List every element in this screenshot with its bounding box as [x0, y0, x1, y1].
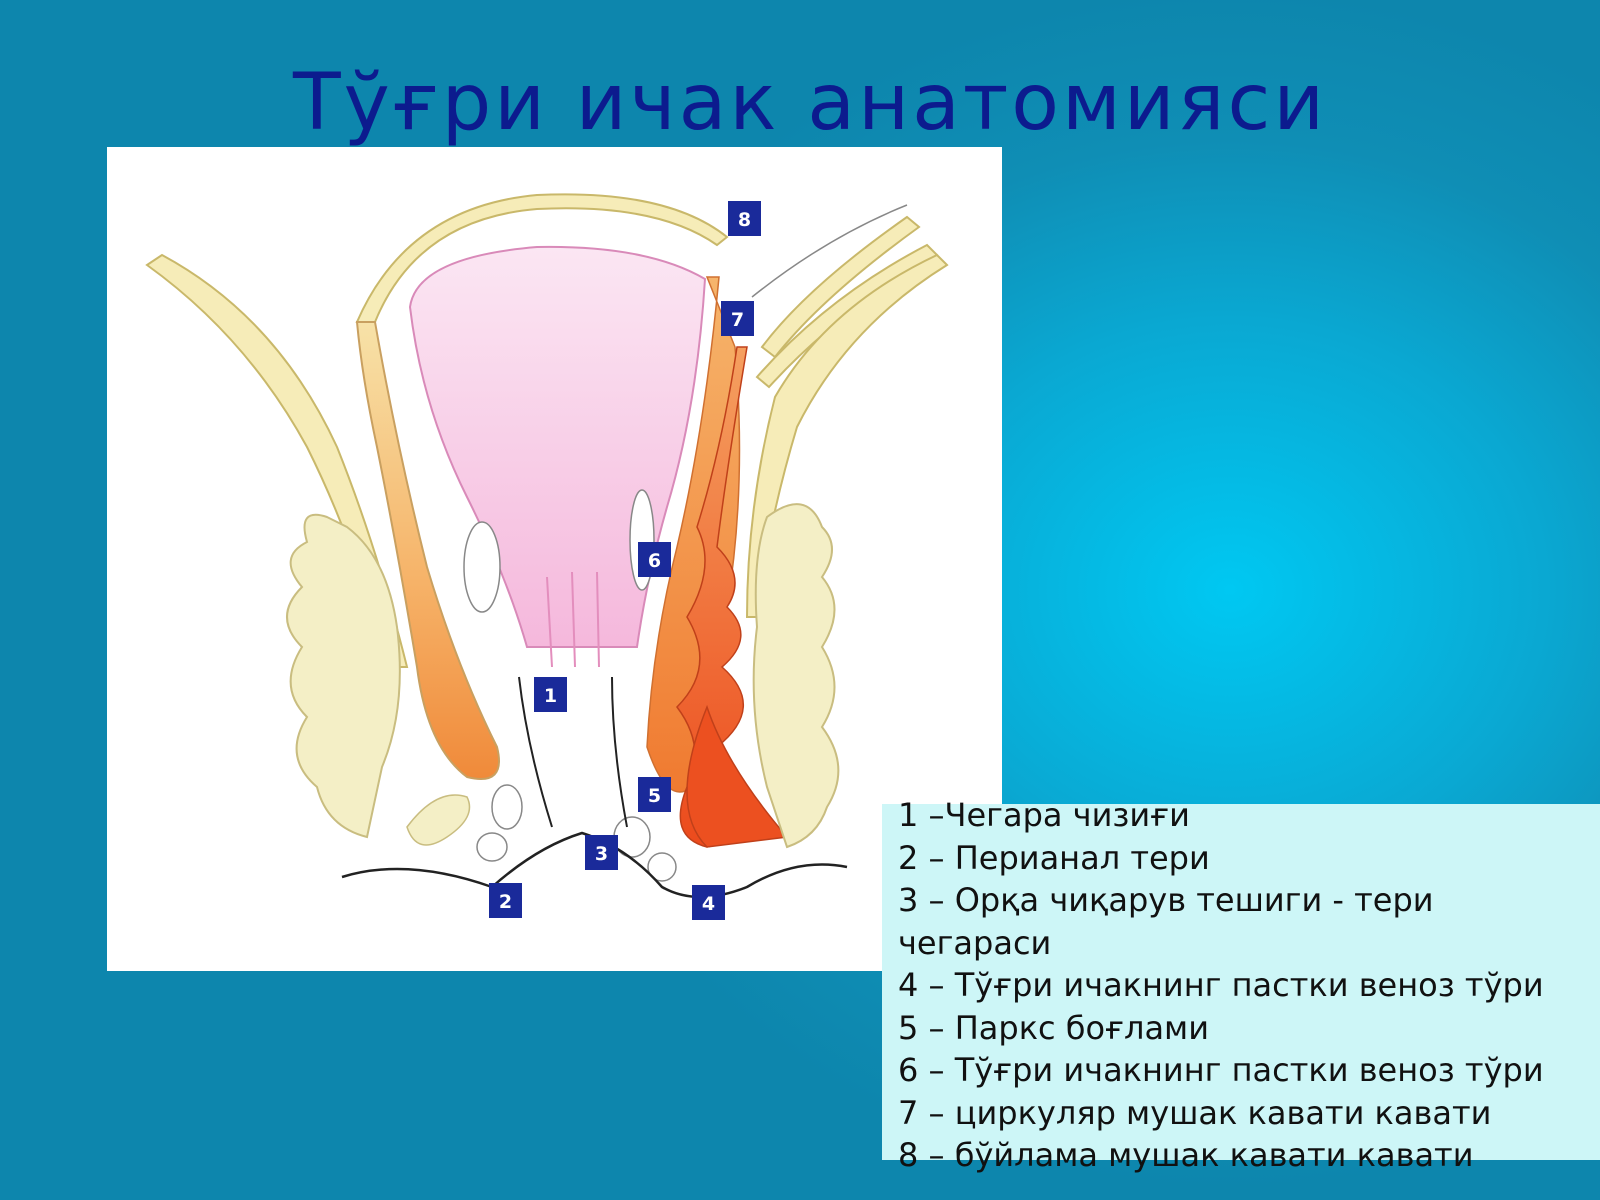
svg-text:3: 3 [595, 843, 608, 865]
marker-2: 2 [489, 883, 522, 918]
slide-title: Тўғри ичак анатомияси [292, 58, 1328, 148]
svg-text:5: 5 [648, 785, 661, 807]
marker-7: 7 [721, 301, 754, 336]
svg-text:4: 4 [702, 893, 715, 915]
legend-item-3: 3 – Орқа чиқарув тешиги - тери чегараси [898, 881, 1434, 962]
marker-4: 4 [692, 885, 725, 920]
svg-text:2: 2 [499, 891, 512, 913]
right-ischiorectal-fat [752, 503, 840, 849]
legend-item-8: 8 – бўйлама мушак кавати кавати [898, 1136, 1474, 1174]
marker-3: 3 [585, 835, 618, 870]
svg-text:6: 6 [648, 550, 661, 572]
svg-text:8: 8 [738, 209, 751, 231]
svg-text:7: 7 [731, 309, 744, 331]
marker-6: 6 [638, 542, 671, 577]
legend-box [882, 804, 1600, 1160]
rectum-anatomy-diagram: 8 7 6 1 5 3 2 4 [145, 193, 949, 920]
marker-5: 5 [638, 777, 671, 812]
rectal-mucosa [408, 245, 707, 648]
left-ischiorectal-fat [286, 513, 401, 839]
left-rectal-wall [355, 321, 500, 780]
marker-1: 1 [534, 677, 567, 712]
upper-arch-band [355, 193, 729, 323]
legend-item-2: 2 – Перианал тери [898, 838, 1210, 877]
legend-item-6: 6 – Тўғри ичакнинг пастки веноз тўри [898, 1051, 1544, 1089]
legend-item-4: 4 – Тўғри ичакнинг пастки веноз тўри [898, 966, 1544, 1004]
legend-item-1: 1 –Чегара чизиғи [898, 796, 1190, 834]
legend-item-7: 7 – циркуляр мушак кавати кавати [898, 1093, 1492, 1132]
right-upper-bands [760, 215, 921, 359]
legend-item-5: 5 – Паркс боғлами [898, 1008, 1209, 1047]
legend-list: 1 –Чегара чизиғи 2 – Перианал тери 3 – О… [898, 794, 1588, 1177]
svg-text:1: 1 [544, 685, 557, 707]
right-levator-band [745, 253, 949, 618]
marker-8: 8 [728, 201, 761, 236]
anatomy-diagram-panel: 8 7 6 1 5 3 2 4 [107, 147, 1002, 971]
